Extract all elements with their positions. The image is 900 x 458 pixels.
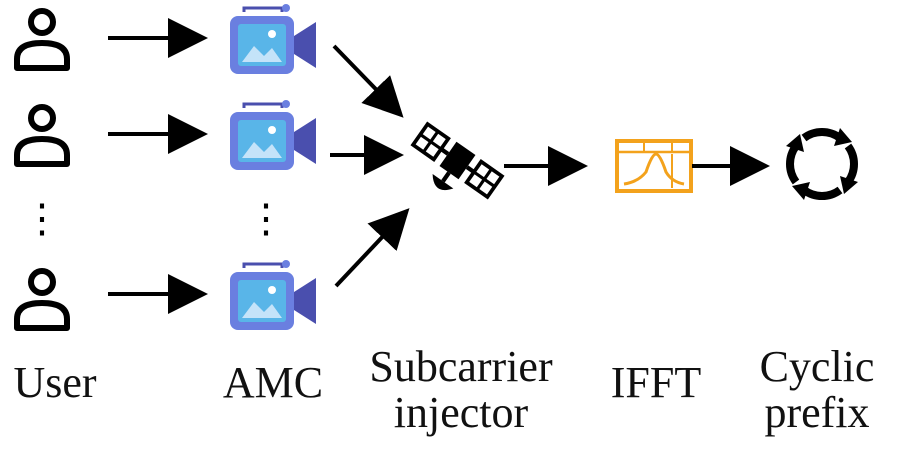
cyclic-prefix-label: Cyclic prefix <box>759 342 875 437</box>
video-camera-icon <box>228 100 318 172</box>
amc-ellipsis: ⋮ <box>246 196 286 241</box>
subcarrier-injector-label: Subcarrier injector <box>369 342 553 437</box>
arrow-amc3-to-injector <box>334 208 410 288</box>
satellite-icon <box>401 122 503 214</box>
arrow-amc1-to-injector <box>332 44 404 118</box>
video-camera-icon <box>228 4 318 76</box>
ifft-label: IFFT <box>610 358 702 407</box>
user-label: User <box>13 358 97 407</box>
user-ellipsis: ⋮ <box>22 196 62 241</box>
user-icon <box>17 11 67 68</box>
user-icon <box>17 107 67 164</box>
spectrum-analyzer-icon <box>615 139 693 193</box>
video-camera-icon <box>228 260 318 332</box>
user-icon <box>17 271 67 328</box>
cycle-arrows-icon <box>786 128 858 200</box>
amc-label: AMC <box>222 358 324 407</box>
